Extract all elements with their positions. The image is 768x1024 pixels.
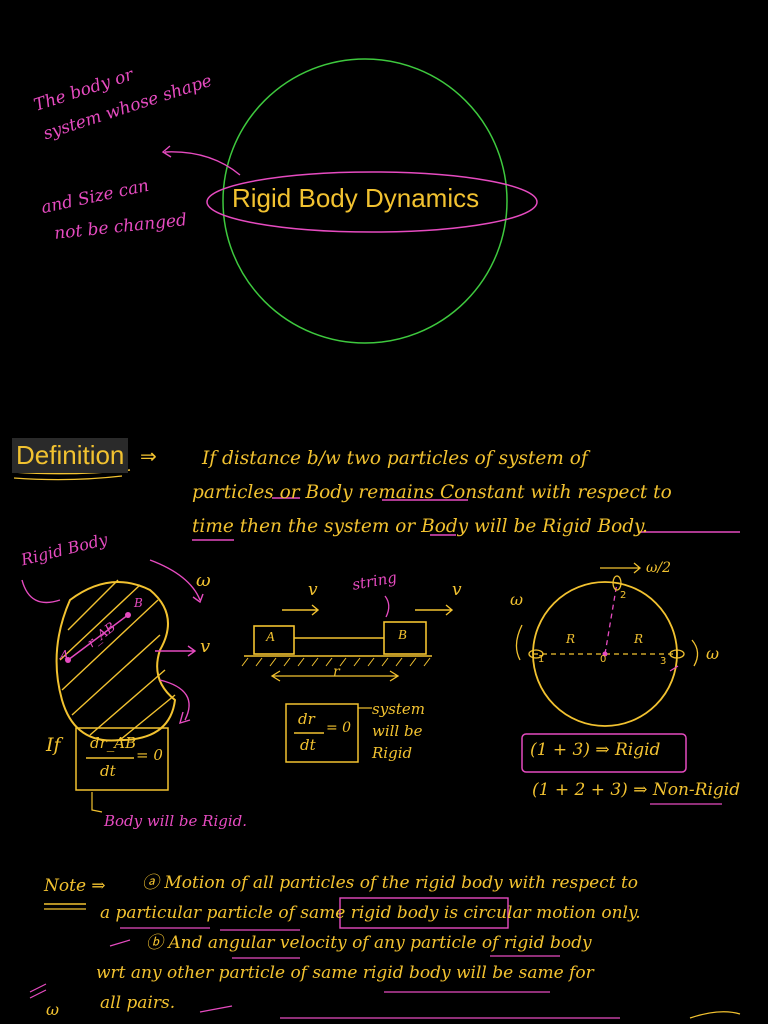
definition-arrow: ⇒ (140, 444, 157, 468)
string-result-line: will be (372, 722, 423, 740)
circle-omega-left: ω (510, 590, 524, 609)
rigid-body-blob (21, 559, 204, 742)
string-denominator: dt (300, 736, 316, 754)
string-figure (241, 595, 454, 682)
block-a-label: A (266, 630, 275, 645)
blob-point-a: A (60, 648, 69, 662)
title-ellipse (206, 171, 538, 233)
note-line: a particular particle of same rigid body… (100, 903, 641, 923)
string-v-right: v (452, 580, 462, 600)
note-text: ⓐ Motion of all particles of the rigid b… (96, 868, 760, 1018)
string-fraction-box (285, 703, 359, 763)
side-note-arrow (161, 145, 241, 176)
blob-conclusion: Body will be Rigid. (104, 812, 248, 830)
non-rigid-case: (1 + 2 + 3) ⇒ Non-Rigid (532, 780, 741, 800)
blob-denominator: dt (100, 762, 116, 780)
blob-velocity: v (200, 636, 211, 657)
note-line: all pairs. (100, 993, 176, 1013)
circle-r-left: R (566, 632, 576, 646)
circle-r-right: R (634, 632, 644, 646)
side-note-continued: and Size can not be changed (40, 176, 188, 244)
string-result-line: Rigid (372, 744, 413, 762)
blob-equals: = 0 (136, 746, 163, 764)
rotating-circle-figure (515, 562, 699, 727)
circle-omega-right: ω (706, 644, 720, 663)
rigid-case: (1 + 3) ⇒ Rigid (530, 740, 661, 760)
blob-omega: ω (196, 570, 211, 591)
string-numerator: dr (298, 710, 315, 728)
note-line: wrt any other particle of same rigid bod… (96, 963, 594, 983)
note-line: ⓑ And angular velocity of any particle o… (146, 933, 592, 953)
rigid-case-box (521, 733, 687, 773)
same-rigid-body-box (339, 897, 509, 929)
note-line: ⓐ Motion of all particles of the rigid b… (142, 873, 639, 893)
circle-point-3: 3 (660, 656, 667, 667)
string-result: system will be Rigid (372, 698, 425, 764)
circle-point-0: 0 (600, 654, 607, 665)
blob-numerator: dr_AB (90, 734, 137, 752)
definition-line: time then the system or Body will be Rig… (192, 516, 648, 537)
definition-line: particles or Body remains Constant with … (192, 482, 672, 503)
definition-line: If distance b/w two particles of system … (202, 448, 588, 469)
string-r-label: r (333, 664, 340, 680)
circle-point-2: 2 (620, 590, 627, 601)
string-result-line: system (372, 700, 425, 718)
title-circle (222, 58, 508, 344)
note-margin-omega: ω (46, 1000, 60, 1019)
string-equals: = 0 (326, 720, 352, 736)
block-b-label: B (398, 628, 407, 643)
blob-if: If (46, 734, 61, 756)
page-title: Rigid Body Dynamics (232, 183, 480, 213)
definition-label: Definition (12, 438, 129, 473)
note-label: Note ⇒ (44, 876, 106, 896)
string-v-left: v (308, 580, 318, 600)
blob-point-b: B (134, 596, 143, 610)
circle-omega-top: ω/2 (646, 560, 672, 576)
circle-point-1: 1 (538, 654, 545, 665)
blob-fraction-box (75, 727, 169, 791)
definition-text: If distance b/w two particles of system … (192, 442, 762, 544)
